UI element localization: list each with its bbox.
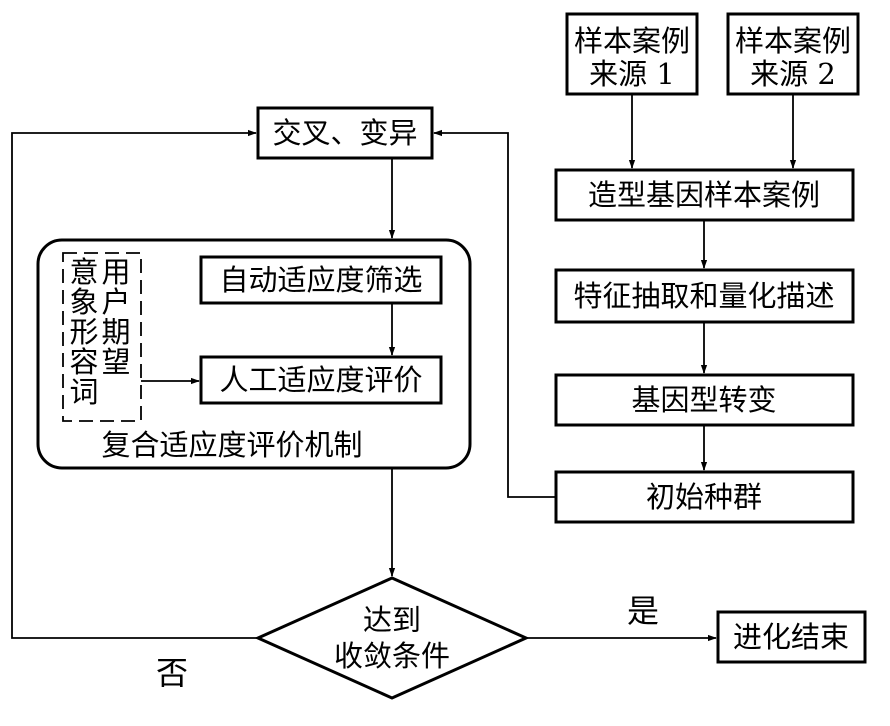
user-expectation-char: 用 bbox=[101, 255, 130, 289]
arrow-decision-loop-back bbox=[11, 129, 258, 639]
user-expectation-box: 用 户 期 望 意 象 形 容 词 bbox=[62, 252, 142, 422]
crossover-mutation-node: 交叉、变异 bbox=[256, 106, 434, 160]
composite-evaluation-label: 复合适应度评价机制 bbox=[101, 428, 362, 462]
sample-source-2-node: 样本案例 来源 2 bbox=[726, 12, 860, 96]
feature-extraction-label: 特征抽取和量化描述 bbox=[573, 279, 834, 313]
user-expectation-char: 词 bbox=[69, 375, 98, 409]
no-label: 否 bbox=[156, 654, 188, 692]
evolution-end-node: 进化结束 bbox=[716, 610, 867, 664]
yes-label: 是 bbox=[627, 592, 659, 630]
convergence-decision-node: 达到 收敛条件 bbox=[254, 576, 530, 700]
sample-source-2-line2: 来源 2 bbox=[750, 57, 836, 91]
user-expectation-char: 意 bbox=[69, 255, 98, 289]
feature-extraction-node: 特征抽取和量化描述 bbox=[554, 268, 855, 324]
sample-source-1-line1: 样本案例 bbox=[574, 24, 690, 58]
initial-population-label: 初始种群 bbox=[646, 480, 762, 514]
arrow-population-to-crossover bbox=[433, 129, 556, 498]
manual-evaluation-node: 人工适应度评价 bbox=[199, 355, 443, 405]
auto-screening-node: 自动适应度筛选 bbox=[199, 255, 443, 305]
initial-population-node: 初始种群 bbox=[554, 470, 855, 524]
user-expectation-char: 户 bbox=[101, 285, 130, 319]
gene-samples-node: 造型基因样本案例 bbox=[554, 168, 855, 222]
user-expectation-char: 望 bbox=[101, 345, 130, 379]
crossover-mutation-label: 交叉、变异 bbox=[272, 116, 417, 150]
sample-source-1-node: 样本案例 来源 1 bbox=[565, 12, 699, 96]
sample-source-2-line1: 样本案例 bbox=[735, 24, 851, 58]
user-expectation-char: 期 bbox=[101, 315, 130, 349]
decision-line2: 收敛条件 bbox=[334, 639, 450, 673]
genotype-conversion-label: 基因型转变 bbox=[631, 383, 776, 417]
genotype-conversion-node: 基因型转变 bbox=[554, 373, 855, 427]
evolution-end-label: 进化结束 bbox=[733, 620, 849, 654]
user-expectation-char: 容 bbox=[69, 345, 98, 379]
decision-line1: 达到 bbox=[363, 603, 421, 637]
user-expectation-char: 象 bbox=[69, 285, 98, 319]
user-expectation-char: 形 bbox=[69, 315, 98, 349]
sample-source-1-line2: 来源 1 bbox=[589, 57, 675, 91]
gene-samples-label: 造型基因样本案例 bbox=[588, 178, 820, 212]
auto-screening-label: 自动适应度筛选 bbox=[219, 263, 422, 297]
manual-evaluation-label: 人工适应度评价 bbox=[219, 363, 422, 397]
